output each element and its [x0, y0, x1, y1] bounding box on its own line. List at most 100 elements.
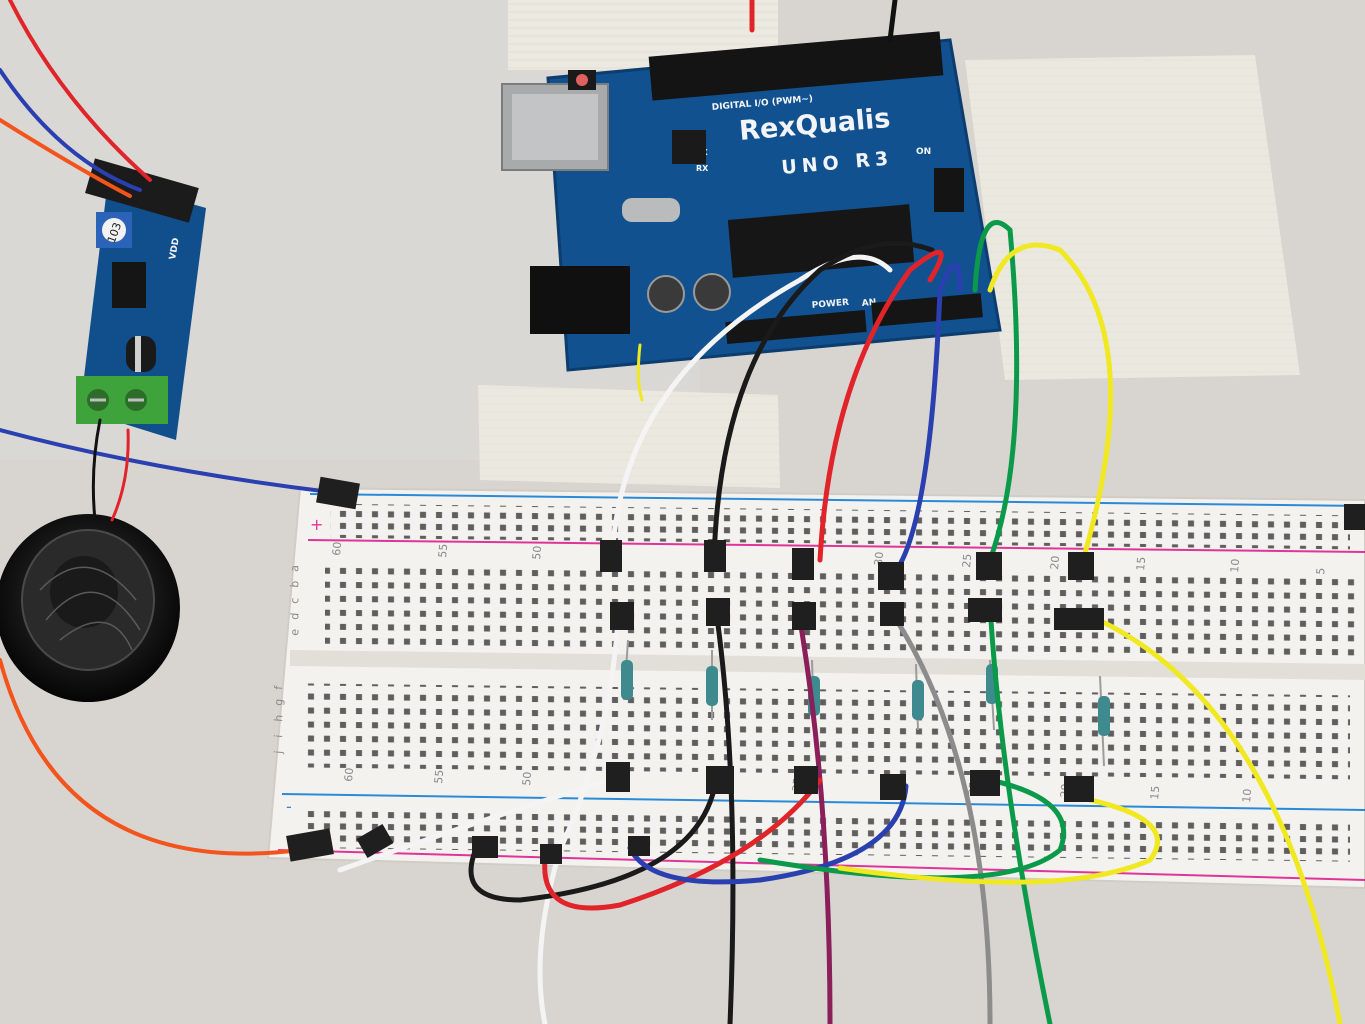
wire-speaker-red	[110, 428, 130, 522]
wire-speaker-black	[91, 418, 102, 522]
masking-tape-bottom	[478, 385, 780, 488]
wire-yellow-lower	[1087, 613, 1343, 1024]
top-row-letters: a b c d e	[288, 564, 302, 636]
on-led-label: ON	[916, 147, 931, 157]
rx-led-label: RX	[696, 164, 709, 173]
col-num: 15	[1134, 556, 1148, 571]
plug	[792, 602, 816, 630]
plug	[1064, 776, 1094, 802]
plug	[1344, 504, 1365, 530]
wire-green-lower	[987, 601, 1053, 1024]
plug	[794, 766, 818, 794]
row-letter: b	[288, 580, 302, 588]
resistor	[1098, 675, 1110, 767]
plug	[610, 602, 634, 630]
wire-yellow-board	[636, 343, 644, 402]
row-letter: h	[272, 714, 286, 722]
row-letter: f	[272, 684, 285, 690]
plug	[706, 766, 734, 794]
power-label: POWER	[811, 298, 849, 311]
row-letter: e	[288, 628, 302, 636]
col-num: 15	[1148, 785, 1162, 800]
col-num: 20	[1048, 555, 1062, 570]
power-header	[725, 309, 867, 345]
top-rail-red-line	[307, 539, 1365, 553]
amp-chip	[112, 262, 146, 308]
plug	[286, 828, 334, 862]
speaker	[0, 514, 180, 702]
row-letter: a	[288, 564, 302, 572]
top-terminal-holes	[325, 563, 1355, 660]
wire-yellow-arc	[987, 242, 1114, 573]
icsp-header	[934, 168, 964, 212]
wire-black-arc	[711, 240, 935, 563]
wire-blue-top-left	[0, 68, 142, 192]
bottom-row-letters: f g h i j	[272, 684, 286, 755]
wire-red-top-left	[8, 0, 152, 182]
bottom-rail-minus: -	[286, 797, 292, 816]
plug	[356, 823, 394, 859]
wire-orange-speaker-to-rail	[0, 658, 302, 856]
resistor	[621, 639, 633, 701]
capacitor-1	[647, 275, 685, 313]
bottom-terminal-holes	[300, 683, 1350, 780]
digital-header	[648, 31, 944, 101]
row-letter: j	[272, 750, 285, 755]
plug	[1068, 552, 1094, 580]
row-letter: i	[272, 734, 285, 738]
col-num: 60	[342, 767, 356, 782]
wire-red-arc	[817, 249, 944, 563]
capacitor-2	[693, 273, 731, 311]
wire-white-rail	[337, 777, 613, 873]
wire-black-header	[887, 0, 898, 43]
wire-blue-rail	[627, 783, 909, 885]
resistor	[912, 663, 924, 731]
wire-black-rail	[468, 777, 719, 903]
plug	[970, 770, 1000, 796]
usb-chip	[672, 130, 706, 164]
col-num: 10	[1228, 558, 1242, 573]
plug	[600, 540, 622, 572]
analog-label: AN	[861, 298, 876, 309]
wire-yellow-rail	[837, 797, 1160, 885]
arduino-uno-board: DIGITAL I/O (PWM~) RexQualis UNO R3 ON T…	[501, 31, 1002, 372]
col-num: 25	[960, 553, 974, 568]
plug	[878, 562, 904, 590]
col-num: 10	[1240, 788, 1254, 803]
plug	[880, 602, 904, 626]
wire-purple-lower	[797, 617, 833, 1024]
power-jack	[530, 266, 630, 334]
top-rail-plus: +	[310, 515, 323, 534]
wire-plugs	[286, 476, 1365, 864]
plug	[706, 598, 730, 626]
wire-white-arc	[609, 254, 893, 563]
col-num: 60	[330, 541, 344, 556]
wire-blue-amp-to-rail	[0, 428, 332, 494]
resistor	[706, 650, 718, 720]
plug	[792, 548, 814, 580]
col-num: 50	[530, 545, 544, 560]
plug	[606, 762, 630, 792]
wire-red-rail	[542, 777, 823, 911]
col-num: 50	[520, 771, 534, 786]
top-rail-blue-line	[309, 493, 1365, 507]
crystal	[622, 198, 680, 222]
masking-tape-right	[965, 55, 1300, 380]
vdd-label: VDD	[168, 237, 182, 260]
analog-header	[871, 293, 983, 327]
plug	[316, 476, 360, 510]
row-letter: c	[288, 597, 301, 604]
col-num: 5	[1314, 567, 1328, 575]
wire-orange-top-left	[0, 118, 132, 198]
row-letter: d	[288, 612, 302, 620]
wire-gray-lower	[887, 607, 993, 1024]
plug	[880, 774, 906, 800]
plug	[968, 598, 1002, 622]
plug	[976, 552, 1002, 580]
plug	[540, 844, 562, 864]
amp-module: 103 VDD	[76, 158, 206, 440]
col-num: 55	[432, 769, 446, 784]
col-num: 55	[436, 543, 450, 558]
